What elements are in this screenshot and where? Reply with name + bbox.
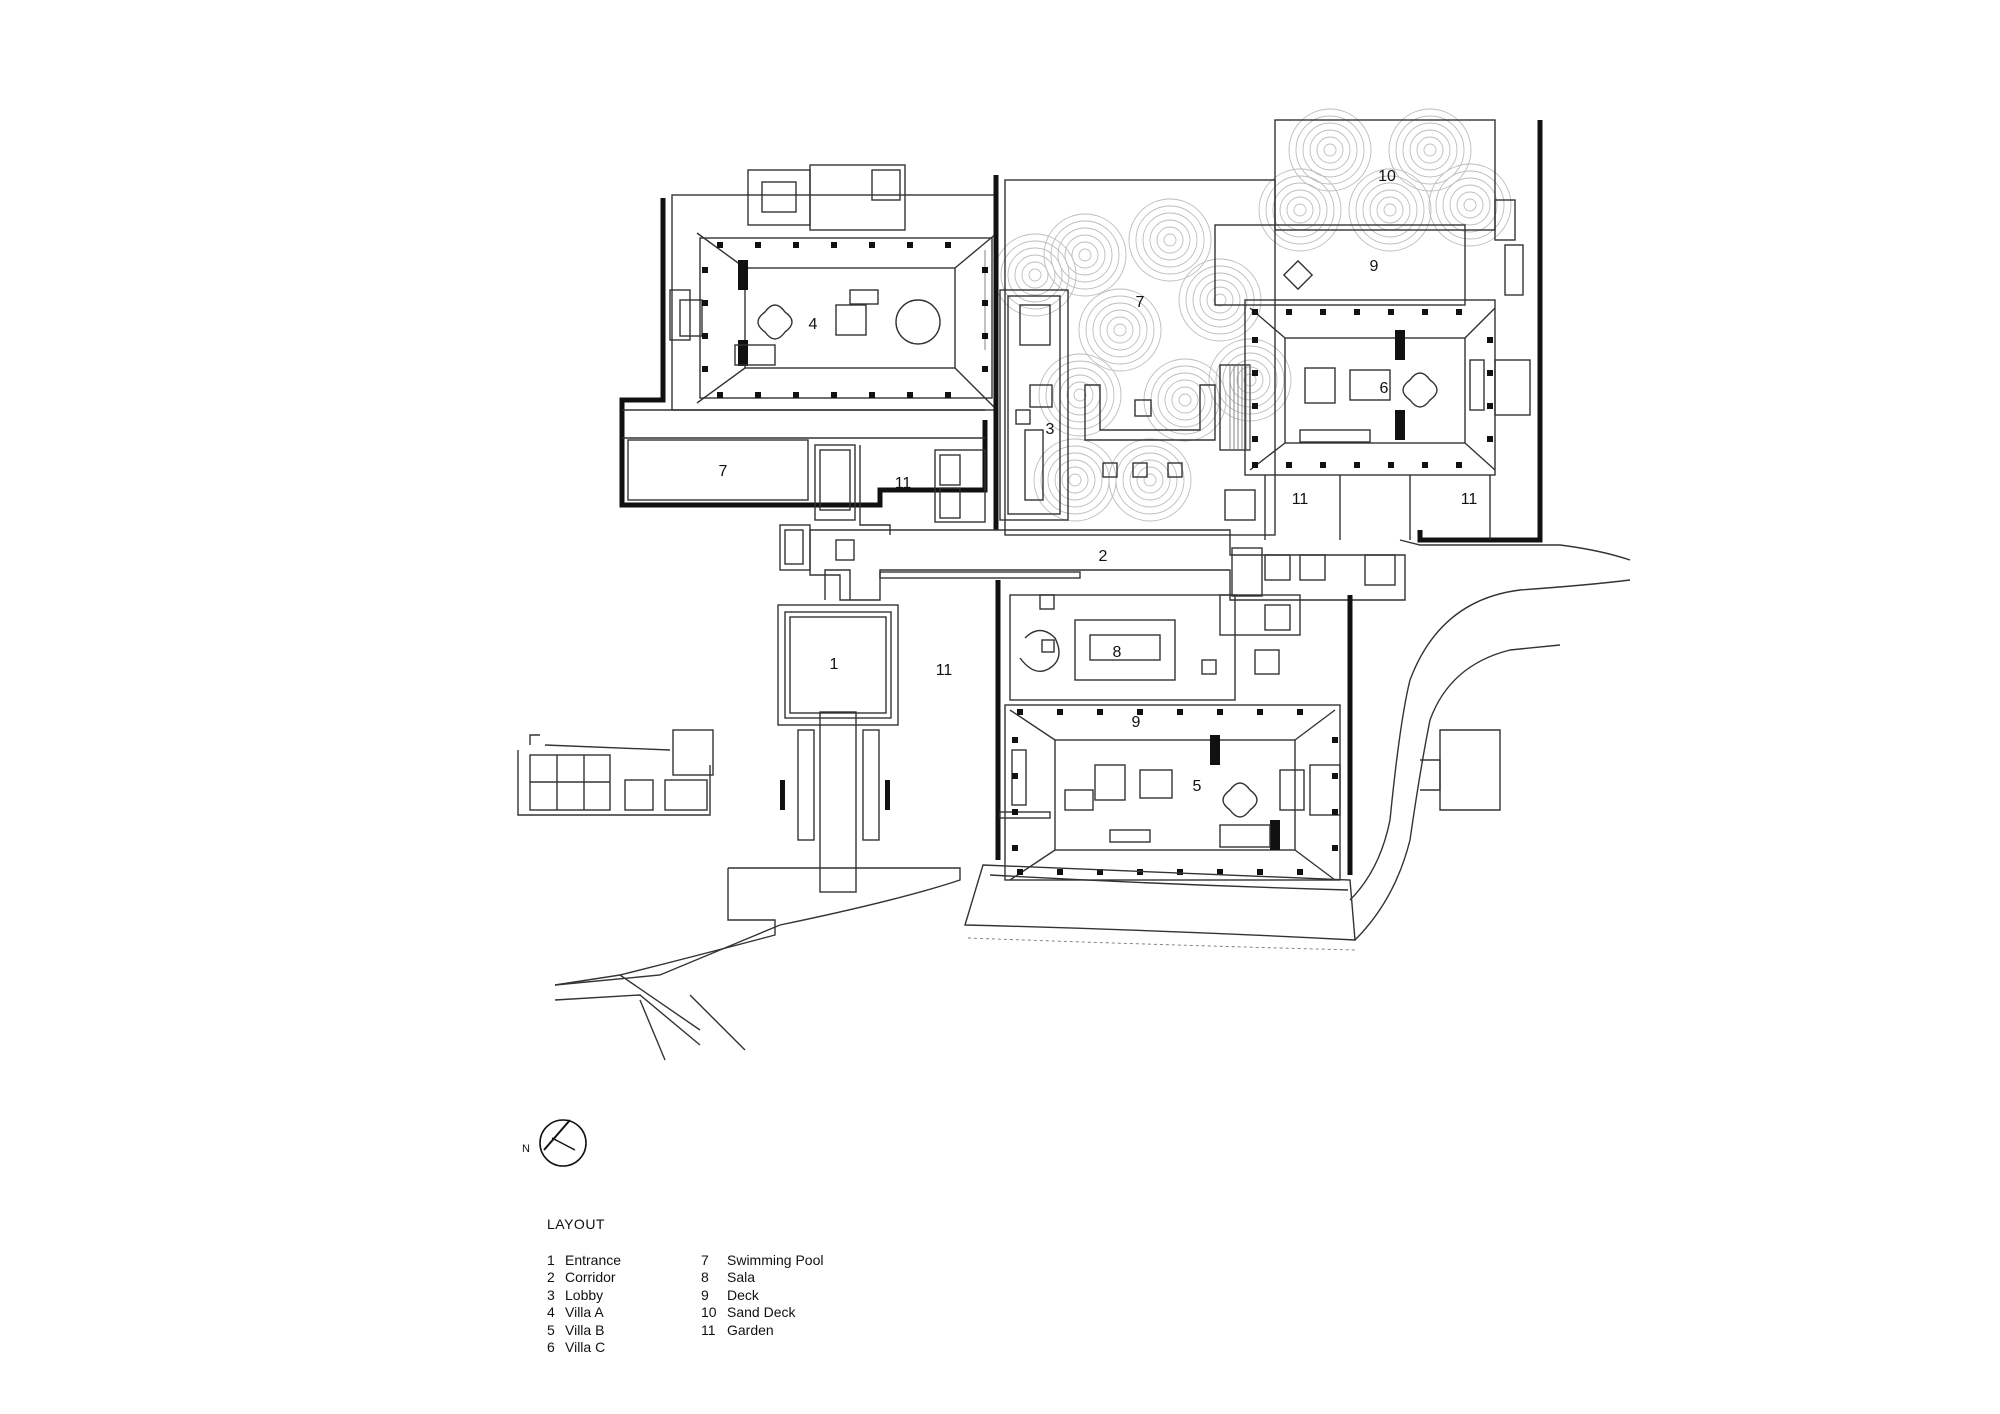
legend-item: 7 Swimming Pool bbox=[701, 1252, 823, 1269]
legend-item: 8 Sala bbox=[701, 1269, 823, 1286]
legend-name: Swimming Pool bbox=[727, 1252, 824, 1268]
legend-num: 10 bbox=[701, 1304, 717, 1321]
legend-item: 4 Villa A bbox=[547, 1304, 621, 1321]
label-garden-4: 11 bbox=[1461, 491, 1478, 508]
villa-a-block bbox=[619, 164, 998, 508]
label-garden-2: 11 bbox=[936, 662, 953, 679]
legend-num: 1 bbox=[547, 1252, 555, 1268]
legend-item: 2 Corridor bbox=[547, 1269, 621, 1286]
legend-item: 10 Sand Deck bbox=[701, 1304, 823, 1321]
north-label: N bbox=[522, 1143, 530, 1155]
label-sand-deck: 10 bbox=[1378, 168, 1396, 185]
legend-item: 11 Garden bbox=[701, 1322, 823, 1339]
label-lobby: 3 bbox=[1046, 421, 1055, 438]
south-terrace bbox=[964, 864, 1356, 951]
legend-name: Entrance bbox=[565, 1252, 622, 1268]
legend-name: Villa B bbox=[565, 1321, 605, 1338]
north-arrow-icon bbox=[539, 1119, 587, 1167]
label-villa-a: 4 bbox=[809, 316, 818, 333]
label-garden-3: 11 bbox=[1292, 491, 1309, 508]
legend-num: 7 bbox=[701, 1252, 709, 1268]
legend-num: 2 bbox=[547, 1269, 555, 1286]
label-deck-south: 9 bbox=[1132, 714, 1141, 731]
legend-name: Deck bbox=[727, 1286, 759, 1303]
corridor-block bbox=[779, 524, 1406, 601]
legend-name: Corridor bbox=[565, 1269, 616, 1286]
legend-name: Sand Deck bbox=[727, 1304, 796, 1321]
legend-item: 6 Villa C bbox=[547, 1339, 621, 1356]
label-pool-main: 7 bbox=[1136, 294, 1145, 311]
legend-item: 3 Lobby bbox=[547, 1287, 621, 1304]
pool-ripple-pattern bbox=[993, 108, 1512, 522]
villa-b-block bbox=[995, 580, 1353, 881]
label-sala: 8 bbox=[1113, 644, 1122, 661]
label-pool-west: 7 bbox=[719, 463, 728, 480]
legend-title: LAYOUT bbox=[547, 1216, 605, 1232]
legend-name: Villa C bbox=[565, 1339, 606, 1356]
legend-item: 9 Deck bbox=[701, 1287, 823, 1304]
west-pavilion bbox=[517, 729, 714, 816]
legend-num: 4 bbox=[547, 1304, 555, 1321]
legend-num: 3 bbox=[547, 1286, 555, 1303]
legend-name: Villa A bbox=[565, 1304, 604, 1321]
label-garden-1: 11 bbox=[895, 475, 912, 492]
label-deck-north: 9 bbox=[1370, 258, 1379, 275]
room-labels: 1 2 3 4 5 6 7 7 8 9 9 10 11 11 11 11 bbox=[719, 168, 1478, 795]
site-paths bbox=[554, 539, 1631, 1061]
label-villa-c: 6 bbox=[1380, 380, 1389, 397]
legend-num: 11 bbox=[701, 1321, 716, 1338]
legend-column-2: 7 Swimming Pool 8 Sala 9 Deck 10 Sand Deck 1… bbox=[701, 1252, 823, 1339]
legend-num: 8 bbox=[701, 1269, 709, 1286]
legend-num: 9 bbox=[701, 1286, 709, 1303]
label-entrance: 1 bbox=[830, 656, 839, 673]
label-villa-b: 5 bbox=[1193, 778, 1202, 795]
legend-num: 6 bbox=[547, 1339, 555, 1356]
legend-name: Sala bbox=[727, 1269, 756, 1286]
legend-item: 1 Entrance bbox=[547, 1252, 621, 1269]
legend-name: Garden bbox=[727, 1321, 774, 1338]
main-pool-block bbox=[993, 175, 1276, 536]
label-corridor: 2 bbox=[1099, 548, 1108, 565]
entrance-block bbox=[777, 569, 899, 893]
legend-item: 5 Villa B bbox=[547, 1322, 621, 1339]
legend-num: 5 bbox=[547, 1321, 555, 1338]
villa-c-block bbox=[1214, 119, 1543, 543]
legend-name: Lobby bbox=[565, 1286, 604, 1303]
